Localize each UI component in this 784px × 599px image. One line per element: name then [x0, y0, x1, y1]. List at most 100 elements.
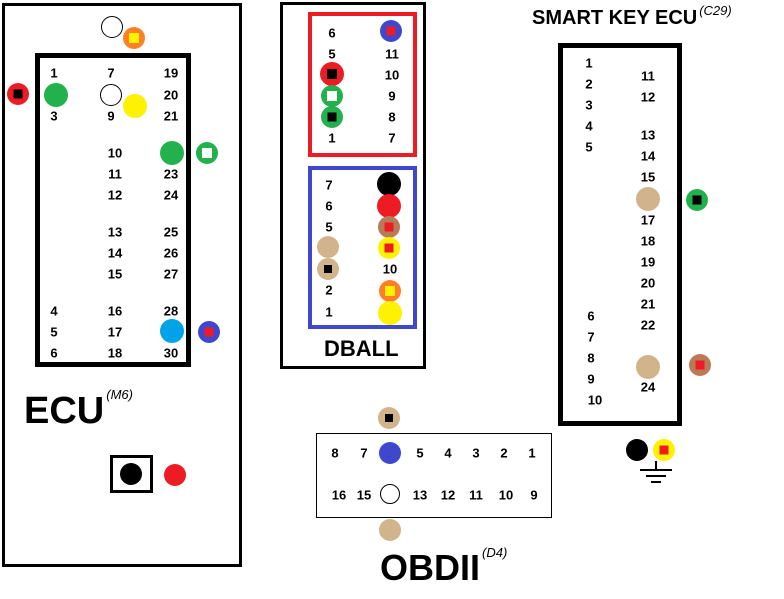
- ecu-pin-18: 18: [107, 345, 123, 361]
- smart-key-pin-22: 22: [640, 317, 656, 333]
- yellow-orange-wire-dot: [379, 280, 401, 302]
- smart-key-title: SMART KEY ECU(C29): [532, 4, 732, 29]
- smart-key-title-code: (C29): [699, 3, 732, 18]
- red-yellow-wire-dot: [653, 439, 675, 461]
- smart-key-pin-6: 6: [587, 308, 595, 324]
- ecu-pin-11: 11: [108, 166, 122, 182]
- obd-pin-13: 13: [412, 487, 428, 503]
- ecu-pin-15: 15: [107, 266, 123, 282]
- black-ground-dot: [626, 439, 648, 461]
- obd-pin-1: 1: [528, 445, 536, 461]
- ecu-pin-17: 17: [107, 324, 123, 340]
- ecu-pin-24: 24: [163, 187, 179, 203]
- dball-red-pin-6: 6: [328, 25, 336, 41]
- green-wire-dot: [44, 83, 68, 107]
- dball-blue-connector: [308, 166, 417, 329]
- red-brown-wire-dot: [689, 354, 711, 376]
- dball-blue-pin-1: 1: [325, 304, 333, 320]
- ecu-pin-9: 9: [107, 108, 115, 124]
- ecu-pin-12: 12: [107, 187, 123, 203]
- black-green-wire-dot: [686, 189, 708, 211]
- ecu-pin-30: 30: [163, 345, 179, 361]
- ecu-pin-5: 5: [50, 324, 58, 340]
- smart-key-pin-21: 21: [640, 296, 656, 312]
- dball-red-pin-10: 10: [384, 67, 400, 83]
- obd-pin-2: 2: [500, 445, 508, 461]
- smart-key-pin-20: 20: [640, 275, 656, 291]
- obd-title: OBDII(D4): [380, 546, 507, 588]
- dball-red-pin-1: 1: [328, 130, 336, 146]
- smart-key-pin-10: 10: [587, 392, 603, 408]
- ground-bar-3: [651, 481, 661, 483]
- green-wire-dot: [160, 141, 184, 165]
- smart-key-title-text: SMART KEY ECU: [532, 7, 698, 29]
- obd-pin-12: 12: [440, 487, 456, 503]
- ecu-pin-26: 26: [163, 245, 179, 261]
- black-red-wire-dot: [7, 83, 29, 105]
- ecu-pin-14: 14: [107, 245, 123, 261]
- obd-title-text: OBDII: [380, 547, 481, 588]
- dball-red-pin-5: 5: [328, 46, 336, 62]
- obd-pin-4: 4: [444, 445, 452, 461]
- ecu-pin-4: 4: [50, 303, 58, 319]
- obd-pin-5: 5: [416, 445, 424, 461]
- smart-key-pin-1: 1: [585, 55, 593, 71]
- ecu-pin-16: 16: [107, 303, 123, 319]
- ecu-pin-13: 13: [107, 224, 123, 240]
- dball-title: DBALL: [324, 336, 399, 361]
- ecu-pin-1: 1: [50, 65, 58, 81]
- smart-key-pin-7: 7: [587, 329, 595, 345]
- dball-red-pin-7: 7: [388, 130, 396, 146]
- red-brown-wire-dot: [378, 216, 400, 238]
- smart-key-pin-12: 12: [640, 89, 656, 105]
- dball-red-connector: [308, 12, 417, 157]
- smart-key-pin-8: 8: [587, 350, 595, 366]
- smart-key-pin-11: 11: [641, 68, 655, 84]
- obd-pin-8: 8: [331, 445, 339, 461]
- tan-wire-dot: [317, 236, 339, 258]
- tan-wire-dot: [636, 355, 660, 379]
- ecu-pin-10: 10: [107, 145, 123, 161]
- dball-red-pin-8: 8: [388, 109, 396, 125]
- dball-outline: [280, 2, 426, 369]
- obd-pin-3: 3: [472, 445, 480, 461]
- blue-wire-dot: [379, 442, 401, 464]
- white-green-wire-dot: [196, 142, 218, 164]
- ecu-pin-21: 21: [163, 108, 179, 124]
- smart-key-pin-9: 9: [587, 371, 595, 387]
- yellow-wire-dot: [123, 94, 147, 118]
- ecu-pin-27: 27: [163, 266, 179, 282]
- red-wire-dot: [164, 464, 186, 486]
- white-green-wire-dot: [321, 85, 343, 107]
- smart-key-connector: [558, 43, 682, 426]
- obd-pin-10: 10: [498, 487, 514, 503]
- dball-red-pin-11: 11: [385, 46, 399, 62]
- red-blue-wire-dot: [198, 321, 220, 343]
- ecu-connector: [35, 53, 191, 367]
- ground-terminal-box: [110, 455, 153, 493]
- red-blue-wire-dot: [380, 20, 402, 42]
- tan-wire-dot: [379, 519, 401, 541]
- black-ground-dot: [120, 463, 142, 485]
- obd-pin-11: 11: [469, 487, 483, 503]
- red-yellow-wire-dot: [378, 237, 400, 259]
- smart-key-pin-17: 17: [640, 212, 656, 228]
- smart-key-pin-3: 3: [585, 97, 593, 113]
- black-red-wire-dot: [320, 62, 344, 86]
- smart-key-pin-14: 14: [640, 148, 656, 164]
- tan-wire-dot: [636, 187, 660, 211]
- dball-blue-pin-5: 5: [325, 219, 333, 235]
- red-wire-dot: [377, 194, 401, 218]
- ecu-pin-6: 6: [50, 345, 58, 361]
- smart-key-pin-2: 2: [585, 76, 593, 92]
- yellow-orange-wire-dot: [123, 27, 145, 49]
- dball-red-pin-9: 9: [388, 88, 396, 104]
- smart-key-pin-13: 13: [640, 127, 656, 143]
- smart-key-pin-15: 15: [640, 169, 656, 185]
- smart-key-pin-18: 18: [640, 233, 656, 249]
- ecu-pin-20: 20: [163, 87, 179, 103]
- ground-stem: [655, 461, 657, 469]
- smart-key-pin-19: 19: [640, 254, 656, 270]
- ground-bar-1: [640, 469, 672, 471]
- ecu-outline: [2, 3, 242, 567]
